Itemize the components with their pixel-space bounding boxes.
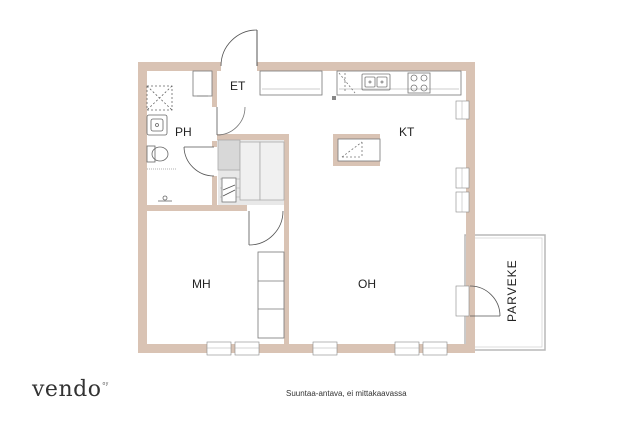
brand-mark: oy <box>102 381 109 387</box>
room-label-et: ET <box>230 79 246 93</box>
room-label-parveke: PARVEKE <box>505 259 519 322</box>
bathroom-fixtures <box>146 85 176 202</box>
entrance-door <box>220 29 258 73</box>
window-lines <box>207 101 463 349</box>
kitchen-island <box>333 134 381 166</box>
bedroom-wardrobe <box>257 251 285 339</box>
disclaimer-note: Suuntaa-antava, ei mittakaavassa <box>286 389 407 398</box>
balcony-door <box>469 285 501 317</box>
vendo-logo: vendooy <box>32 377 108 402</box>
sauna <box>217 139 285 205</box>
bedroom-door <box>248 210 284 246</box>
hall-cabinets <box>192 70 213 97</box>
room-label-ph: PH <box>175 125 192 139</box>
bathroom-door <box>183 106 246 177</box>
room-label-kt: KT <box>399 125 415 139</box>
kitchen-counter <box>259 70 462 100</box>
outer-walls <box>138 62 475 353</box>
room-label-oh: OH <box>358 277 376 291</box>
windows <box>206 100 470 356</box>
interior-walls <box>147 71 289 344</box>
brand-name: vendo <box>32 377 102 402</box>
room-label-mh: MH <box>192 277 211 291</box>
